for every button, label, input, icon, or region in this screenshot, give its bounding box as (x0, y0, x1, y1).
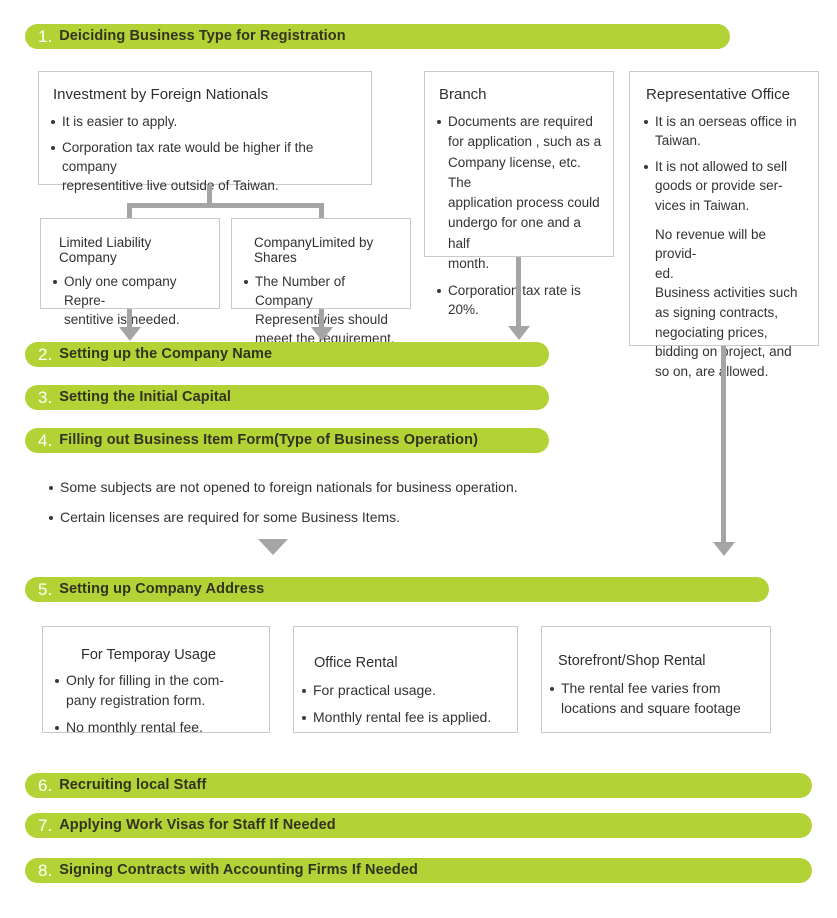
step-banner-5: 5. Setting up Company Address (25, 577, 769, 602)
connector-line (319, 203, 324, 218)
bullet-text: Only one company Repre- sentitive is nee… (64, 274, 180, 328)
step-label-6: Recruiting local Staff (59, 777, 207, 794)
connector-line (721, 346, 726, 543)
bullet-dot (49, 486, 53, 490)
bullet-text: Corporation tax rate is 20%. (448, 283, 581, 318)
arrow-down-icon (508, 326, 530, 340)
representative-office-title: Representative Office (646, 86, 790, 103)
bullet-text: Only for filling in the com- pany regist… (66, 672, 224, 708)
note-text: Some subjects are not opened to foreign … (60, 479, 518, 495)
temporary-bullet-2: No monthly rental fee. (51, 718, 261, 738)
investment-box: Investment by Foreign Nationals It is ea… (38, 71, 372, 193)
investment-title: Investment by Foreign Nationals (53, 86, 269, 103)
bullet-text: Monthly rental fee is applied. (313, 708, 492, 725)
office-rental-bullet-2: Monthly rental fee is applied. (302, 708, 509, 728)
connector-line (127, 203, 132, 218)
step-banner-8: 8. Signing Contracts with Accounting Fir… (25, 858, 812, 883)
step-number-7: 7. (38, 816, 53, 835)
temporary-bullet-1: Only for filling in the com- pany regist… (51, 671, 261, 711)
bullet-text: No monthly rental fee. (66, 718, 203, 735)
bullet-dot (550, 687, 554, 691)
bullet-dot (53, 280, 57, 284)
office-rental-bullet-1: For practical usage. (302, 681, 509, 701)
branch-bullet-2: Corporation tax rate is 20%. (437, 281, 605, 319)
step-number-8: 8. (38, 861, 53, 880)
step4-note-1: Some subjects are not opened to foreign … (45, 478, 518, 498)
step-number-5: 5. (38, 580, 53, 599)
step-label-8: Signing Contracts with Accounting Firms … (59, 862, 419, 879)
limited-liability-box: Limited Liability Company Only one compa… (40, 218, 220, 327)
connector-line (516, 257, 521, 327)
step-label-5: Setting up Company Address (59, 581, 265, 598)
temporary-usage-title: For Temporay Usage (81, 647, 217, 663)
company-limited-title: CompanyLimited by Shares (254, 235, 374, 265)
note-text: Certain licenses are required for some B… (60, 509, 401, 525)
branch-title: Branch (439, 86, 487, 103)
bullet-text: Documents are required for application ,… (448, 114, 602, 271)
bullet-dot (437, 289, 441, 293)
bullet-text: For practical usage. (313, 682, 436, 698)
bullet-text: It is not allowed to sell goods or provi… (655, 159, 788, 213)
step-label-3: Setting the Initial Capital (59, 389, 232, 406)
temporary-usage-box: For Temporay Usage Only for filling in t… (42, 626, 270, 735)
bullet-dot (51, 120, 55, 124)
step-number-1: 1. (38, 27, 53, 46)
step-number-2: 2. (38, 345, 53, 364)
step-banner-2: 2. Setting up the Company Name (25, 342, 549, 367)
bullet-dot (644, 165, 648, 170)
step-number-3: 3. (38, 388, 53, 407)
step-label-1: Deiciding Business Type for Registration (59, 28, 346, 45)
bullet-text: It is an oerseas office in Taiwan. (655, 114, 797, 149)
rep-office-bullet-2: It is not allowed to sell goods or provi… (640, 157, 810, 214)
office-rental-title: Office Rental (314, 655, 398, 671)
step-banner-4: 4. Filling out Business Item Form(Type o… (25, 428, 549, 453)
bullet-text: It is easier to apply. (62, 114, 178, 129)
investment-bullet-2: Corporation tax rate would be higher if … (47, 138, 363, 195)
representative-office-box: Representative Office It is an oerseas o… (629, 71, 819, 379)
bullet-dot (437, 120, 441, 124)
step-banner-6: 6. Recruiting local Staff (25, 773, 812, 798)
arrow-down-icon (258, 539, 288, 555)
connector-line (127, 203, 324, 208)
bullet-text: The rental fee varies from locations and… (561, 680, 741, 716)
arrow-down-icon (119, 327, 141, 341)
rep-office-note: No revenue will be provid- ed. Business … (655, 226, 798, 379)
storefront-bullet-1: The rental fee varies from locations and… (550, 679, 762, 719)
bullet-dot (55, 725, 59, 730)
connector-line (207, 185, 212, 205)
bullet-dot (49, 516, 53, 520)
bullet-dot (302, 715, 306, 720)
limited-liability-title: Limited Liability Company (59, 235, 152, 265)
arrow-down-icon (311, 327, 333, 341)
step-label-7: Applying Work Visas for Staff If Needed (59, 817, 336, 834)
bullet-text: Corporation tax rate would be higher if … (62, 140, 314, 194)
office-rental-box: Office Rental For practical usage. Month… (293, 626, 518, 733)
bullet-dot (51, 146, 55, 151)
arrow-down-icon (713, 542, 735, 556)
step-label-2: Setting up the Company Name (59, 346, 273, 363)
step-banner-3: 3. Setting the Initial Capital (25, 385, 549, 410)
step-number-6: 6. (38, 776, 53, 795)
investment-bullet-1: It is easier to apply. (47, 112, 363, 131)
llc-bullet-1: Only one company Repre- sentitive is nee… (49, 272, 211, 329)
branch-box: Branch Documents are required for applic… (424, 71, 614, 317)
step-label-4: Filling out Business Item Form(Type of B… (59, 432, 479, 449)
bullet-dot (644, 120, 648, 124)
branch-bullet-1: Documents are required for application ,… (437, 112, 605, 274)
step-number-4: 4. (38, 431, 53, 450)
company-limited-by-shares-box: CompanyLimited by Shares The Number of C… (231, 218, 411, 346)
bullet-dot (55, 679, 59, 683)
connector-line (127, 309, 132, 328)
step-banner-7: 7. Applying Work Visas for Staff If Need… (25, 813, 812, 838)
connector-line (319, 309, 324, 328)
bullet-dot (244, 280, 248, 284)
bullet-dot (302, 689, 306, 693)
storefront-rental-title: Storefront/Shop Rental (558, 653, 706, 669)
storefront-rental-box: Storefront/Shop Rental The rental fee va… (541, 626, 771, 733)
step-banner-1: 1. Deiciding Business Type for Registrat… (25, 24, 730, 49)
step4-note-2: Certain licenses are required for some B… (45, 508, 400, 528)
rep-office-bullet-1: It is an oerseas office in Taiwan. (640, 112, 810, 150)
